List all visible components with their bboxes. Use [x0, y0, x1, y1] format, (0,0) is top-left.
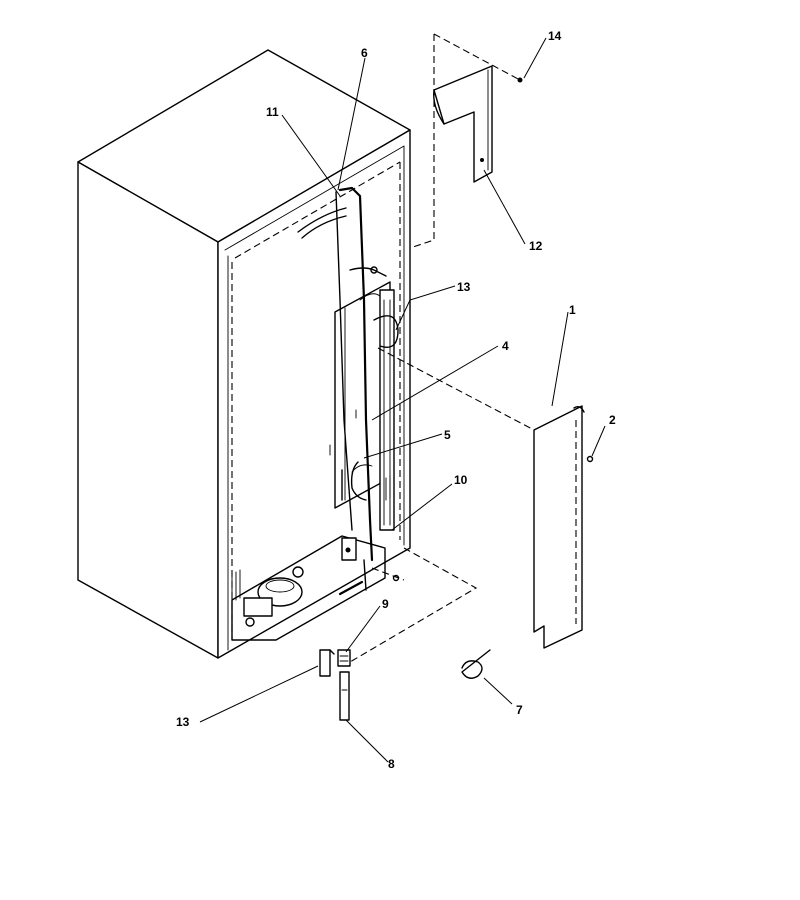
part-13-clamp-top	[329, 649, 335, 655]
condenser-tube	[379, 289, 395, 531]
upper-loop-a	[301, 215, 347, 239]
align-14	[433, 33, 521, 81]
callout-13-upper: 13	[457, 280, 471, 294]
side-cover-tab	[573, 405, 585, 413]
leader-10	[391, 483, 453, 531]
callout-9: 9	[382, 597, 389, 611]
tube-loop-5	[350, 461, 367, 501]
upper-loop-b	[297, 207, 347, 233]
part-9-threads	[339, 655, 349, 662]
part-2-screw	[586, 455, 594, 463]
part-8-tube	[339, 671, 350, 721]
alignment-lines	[349, 33, 535, 663]
callout-5: 5	[444, 428, 451, 442]
part-9-fitting	[337, 649, 351, 667]
cabinet-seam-top	[234, 161, 401, 259]
evaporator-area	[329, 281, 395, 531]
upper-cover-hole	[480, 158, 484, 162]
condenser-lower-fins	[385, 473, 395, 501]
lower-parts	[319, 649, 351, 721]
leader-12	[483, 169, 526, 245]
compressor-top	[265, 579, 295, 593]
callout-7: 7	[516, 703, 523, 717]
leader-11	[281, 114, 341, 197]
capillary-line	[335, 191, 353, 531]
callout-2: 2	[609, 413, 616, 427]
drain-fitting-dot	[345, 547, 351, 553]
part-14-screw	[517, 77, 523, 83]
cabinet-back-flange	[224, 145, 405, 546]
leader-7	[483, 677, 513, 705]
part-7-clip	[461, 649, 491, 679]
align-lower-plane	[349, 547, 478, 663]
part-13-clamp	[319, 649, 331, 677]
callout-1: 1	[569, 303, 576, 317]
callout-6: 6	[361, 46, 368, 60]
callout-4: 4	[502, 339, 509, 353]
upper-cover-panel	[433, 65, 493, 183]
suction-line	[338, 186, 374, 562]
compressor-bracket	[243, 597, 273, 617]
clip-shape	[461, 649, 491, 679]
callout-12: 12	[529, 239, 543, 253]
callout-14: 14	[548, 29, 562, 43]
leader-lines	[199, 37, 606, 763]
align-1	[377, 347, 535, 431]
align-12-left	[409, 34, 435, 249]
part-1-side-cover	[533, 405, 594, 649]
drain-tube	[363, 559, 367, 591]
leader-2	[591, 425, 606, 457]
condenser-fins	[231, 569, 241, 601]
machine-mount-foot	[245, 617, 255, 627]
leader-8	[345, 719, 389, 763]
panel-marks	[329, 409, 357, 456]
leader-6	[337, 57, 366, 191]
side-cover-panel	[533, 405, 583, 649]
leader-4	[371, 345, 499, 421]
tubing-harness	[297, 186, 400, 596]
callout-8: 8	[388, 757, 395, 771]
machine-compartment	[231, 535, 386, 641]
part-12-upper-cover	[433, 65, 493, 183]
leader-14	[523, 37, 547, 79]
drain-tube-end	[338, 580, 364, 596]
tube-clamp-13	[373, 315, 399, 348]
leader-13-upper	[395, 285, 456, 331]
leader-9	[345, 605, 381, 653]
wire-clip	[370, 266, 378, 274]
cabinet-side-face	[77, 161, 219, 659]
thermostat-wire	[349, 267, 387, 277]
callout-13-lower: 13	[176, 715, 190, 729]
callout-10: 10	[454, 473, 468, 487]
compressor-fitting	[292, 566, 304, 578]
leader-1	[551, 311, 569, 407]
callout-labels: 14 6 11 12 13 1 4 2 5 10 9 13 7 8	[176, 29, 616, 771]
leader-13-lower	[199, 665, 319, 723]
callout-11: 11	[266, 105, 279, 119]
leader-5	[363, 433, 443, 459]
machine-compartment-outline	[231, 535, 386, 641]
align-screw	[371, 567, 405, 581]
